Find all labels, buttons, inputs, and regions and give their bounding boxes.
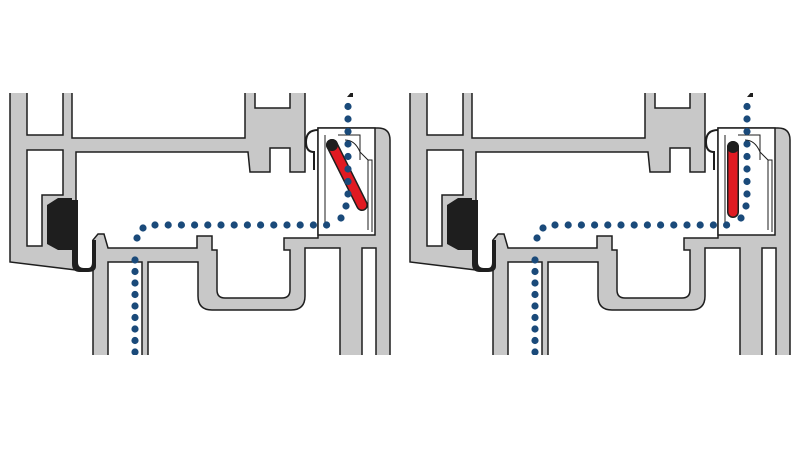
airflow-dot	[591, 221, 599, 229]
airflow-dot	[743, 115, 751, 123]
airflow-dot	[131, 313, 139, 322]
airflow-dot	[131, 267, 139, 276]
airflow-dot	[309, 221, 317, 229]
airflow-dot	[191, 221, 199, 229]
airflow-dot	[743, 165, 751, 173]
airflow-dot	[531, 325, 539, 333]
airflow-dot	[531, 267, 539, 276]
airflow-arrow-icon	[747, 93, 753, 97]
airflow-dot	[337, 214, 345, 222]
airflow-dot	[323, 221, 331, 229]
airflow-dot	[344, 177, 352, 186]
airflow-dot	[683, 221, 691, 229]
airflow-dot	[551, 221, 559, 229]
airflow-dot	[531, 290, 539, 299]
panel-left	[9, 93, 391, 355]
glazing-gasket	[47, 198, 72, 250]
airflow-dot	[533, 234, 541, 242]
glazing-gasket	[447, 198, 472, 250]
vent-housing-lines	[724, 134, 773, 232]
airflow-dot	[151, 221, 159, 229]
airflow-dot	[531, 313, 539, 322]
seal-hook	[304, 129, 319, 170]
airflow-dot	[344, 190, 352, 198]
airflow-dot	[133, 234, 141, 242]
airflow-path	[531, 102, 751, 355]
airflow-dot	[344, 115, 352, 123]
airflow-dot	[342, 202, 350, 210]
airflow-dot	[737, 214, 745, 222]
airflow-dot	[531, 256, 539, 264]
airflow-dot	[670, 221, 678, 229]
airflow-dot	[177, 221, 185, 229]
airflow-dot	[270, 221, 278, 229]
airflow-dot	[564, 221, 572, 229]
airflow-dot	[531, 302, 539, 310]
seal-strip	[472, 200, 496, 272]
sash-profile	[9, 93, 306, 271]
airflow-dot	[742, 202, 750, 210]
vent-housing-lines	[324, 134, 373, 232]
seal-strip	[72, 200, 96, 272]
airflow-dot	[344, 102, 352, 111]
airflow-dot	[344, 152, 352, 161]
airflow-dot	[630, 221, 638, 229]
flap-pivot	[727, 141, 739, 153]
sash-profile	[409, 93, 706, 271]
airflow-dot	[204, 221, 212, 229]
airflow-dot	[131, 325, 139, 333]
airflow-dot	[657, 221, 665, 229]
airflow-dot	[617, 221, 625, 229]
airflow-dot	[217, 221, 225, 229]
airflow-dot	[131, 348, 139, 355]
airflow-dot	[344, 165, 352, 173]
airflow-dot	[131, 279, 139, 287]
airflow-dot	[131, 256, 139, 264]
airflow-arrow-icon	[347, 93, 353, 97]
airflow-dot	[643, 221, 651, 229]
airflow-dot	[709, 221, 717, 229]
airflow-path	[131, 102, 352, 355]
airflow-dot	[243, 221, 251, 229]
airflow-dot	[164, 221, 172, 229]
airflow-dot	[296, 221, 304, 229]
airflow-dot	[743, 102, 751, 111]
airflow-dot	[743, 190, 751, 198]
airflow-dot	[743, 140, 751, 148]
airflow-dot	[743, 127, 751, 136]
panel-right	[409, 93, 791, 355]
airflow-dot	[539, 224, 547, 232]
airflow-dot	[604, 221, 612, 229]
airflow-dot	[344, 140, 352, 148]
airflow-dot	[257, 221, 265, 229]
airflow-dot	[131, 290, 139, 299]
airflow-dot	[743, 177, 751, 186]
airflow-dot	[131, 302, 139, 310]
airflow-dot	[344, 127, 352, 136]
airflow-dot	[531, 336, 539, 345]
airflow-dot	[577, 221, 585, 229]
airflow-dot	[230, 221, 238, 229]
airflow-dot	[139, 224, 147, 232]
airflow-dot	[723, 221, 731, 229]
vent-flap	[327, 140, 367, 210]
airflow-dot	[531, 348, 539, 355]
flap-pivot	[326, 139, 338, 151]
airflow-dot	[743, 152, 751, 161]
airflow-dot	[131, 336, 139, 345]
airflow-dot	[283, 221, 291, 229]
airflow-dot	[696, 221, 704, 229]
airflow-dot	[531, 279, 539, 287]
seal-hook	[704, 129, 719, 170]
